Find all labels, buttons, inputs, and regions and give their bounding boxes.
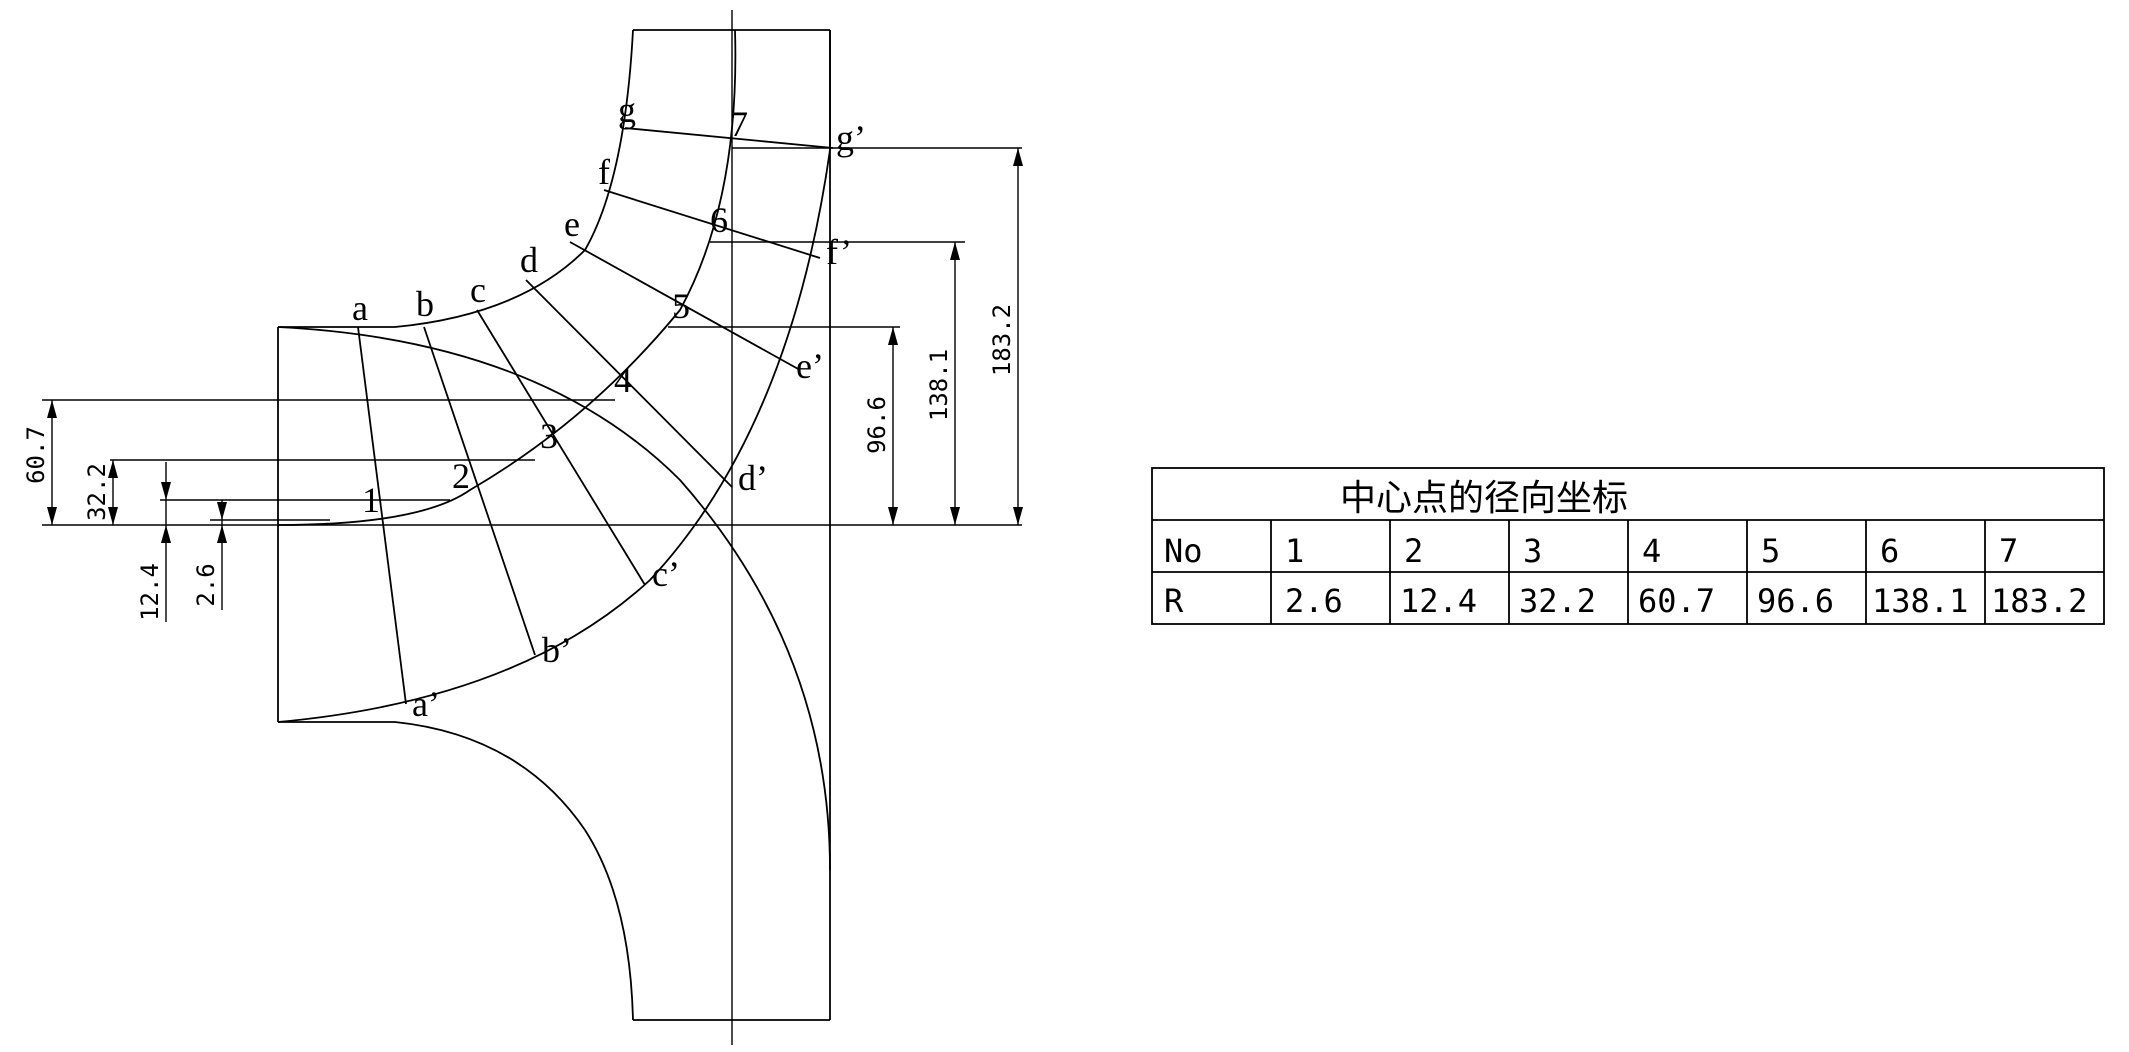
center-label-5: 5 (672, 286, 690, 326)
center-labels: 1 2 3 4 5 6 7 (362, 104, 748, 520)
table-header-1: 1 (1285, 532, 1304, 570)
dim-12-4: 12.4 (136, 563, 164, 621)
inner-label-c: c (470, 270, 486, 310)
outer-label-c: c’ (652, 554, 680, 594)
dim-138-1: 138.1 (925, 349, 953, 421)
table-value-1: 2.6 (1285, 582, 1343, 620)
outer-label-a: a’ (412, 684, 440, 724)
radial-coordinate-table: 中心点的径向坐标 No 1 2 3 4 5 6 7 R 2.6 12.4 32.… (1151, 467, 2105, 625)
outer-label-f: f’ (826, 232, 852, 272)
dim-60-7: 60.7 (22, 426, 50, 484)
radial-line-d (525, 279, 733, 488)
table-value-3: 32.2 (1519, 582, 1596, 620)
inner-label-f: f (598, 152, 610, 192)
table-header-6: 6 (1880, 532, 1899, 570)
radial-line-g (624, 127, 834, 149)
table-title: 中心点的径向坐标 (1340, 478, 1628, 519)
dimension-reference-lines (42, 147, 1022, 521)
table-value-6: 138.1 (1872, 582, 1968, 620)
table-row-label: R (1164, 582, 1184, 620)
table-header-label: No (1164, 532, 1203, 570)
table-header-7: 7 (1999, 532, 2018, 570)
center-label-4: 4 (614, 360, 632, 400)
table-header-3: 3 (1523, 532, 1542, 570)
table-value-5: 96.6 (1757, 582, 1834, 620)
center-label-6: 6 (710, 200, 728, 240)
table-header-4: 4 (1642, 532, 1661, 570)
table-header-2: 2 (1404, 532, 1423, 570)
inner-label-d: d (520, 240, 538, 280)
dim-2-6: 2.6 (192, 563, 220, 606)
outer-label-d: d’ (738, 458, 768, 498)
inner-point-labels: a b c d e f g (352, 90, 636, 328)
outer-label-b: b’ (542, 630, 572, 670)
dim-96-6: 96.6 (863, 396, 891, 454)
radial-line-c (476, 309, 646, 586)
outer-label-e: e’ (796, 346, 824, 386)
radial-line-e (569, 241, 801, 371)
inner-label-a: a (352, 288, 368, 328)
dim-32-2: 32.2 (83, 463, 111, 521)
inner-label-g: g (618, 90, 636, 130)
radial-line-f (603, 189, 821, 259)
elbow-outline (42, 10, 1022, 1045)
table-value-4: 60.7 (1638, 582, 1715, 620)
table-value-2: 12.4 (1400, 582, 1477, 620)
radial-line-a (357, 326, 407, 705)
inner-label-e: e (564, 204, 580, 244)
radial-lines (357, 127, 834, 705)
center-label-1: 1 (362, 480, 380, 520)
table-value-7: 183.2 (1991, 582, 2087, 620)
center-label-3: 3 (540, 416, 558, 456)
center-label-7: 7 (730, 104, 748, 144)
outer-point-labels: a’ b’ c’ d’ e’ f’ g’ (412, 118, 866, 724)
radial-line-b (423, 326, 536, 656)
table-header-5: 5 (1761, 532, 1780, 570)
center-label-2: 2 (452, 456, 470, 496)
right-dimensions: 96.6 138.1 183.2 (863, 148, 1023, 525)
inner-label-b: b (416, 284, 434, 324)
outer-label-g: g’ (836, 118, 866, 158)
dim-183-2: 183.2 (988, 304, 1016, 376)
left-dimensions: 60.7 32.2 12.4 2.6 (22, 400, 227, 622)
